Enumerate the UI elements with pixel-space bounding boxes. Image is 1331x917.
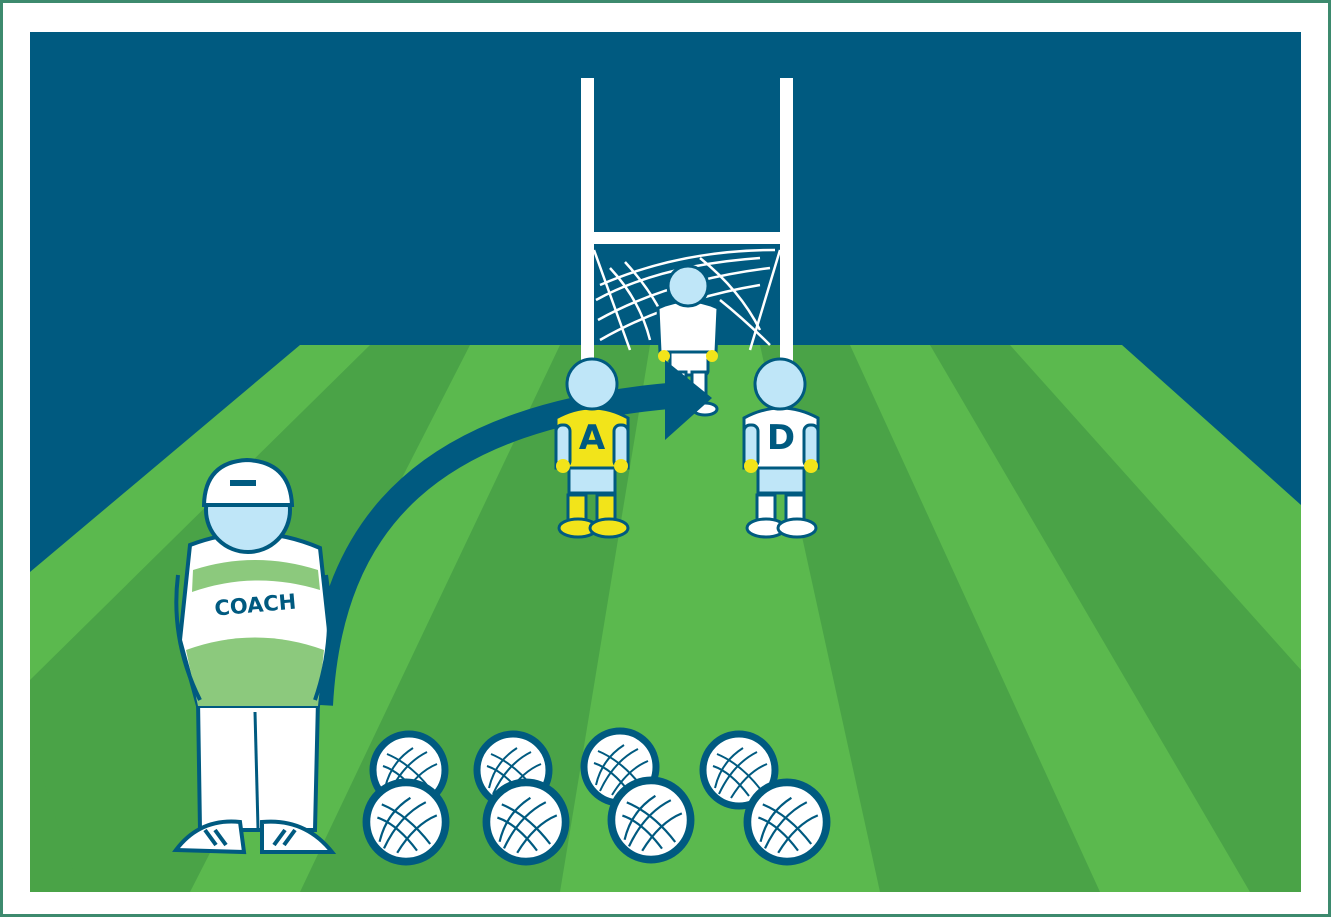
football-icon [611, 780, 690, 859]
defender-label: D [767, 418, 795, 458]
football-icon [366, 782, 445, 861]
football-icon [747, 782, 826, 861]
football-icon [486, 782, 565, 861]
attacker-label: A [579, 418, 606, 458]
